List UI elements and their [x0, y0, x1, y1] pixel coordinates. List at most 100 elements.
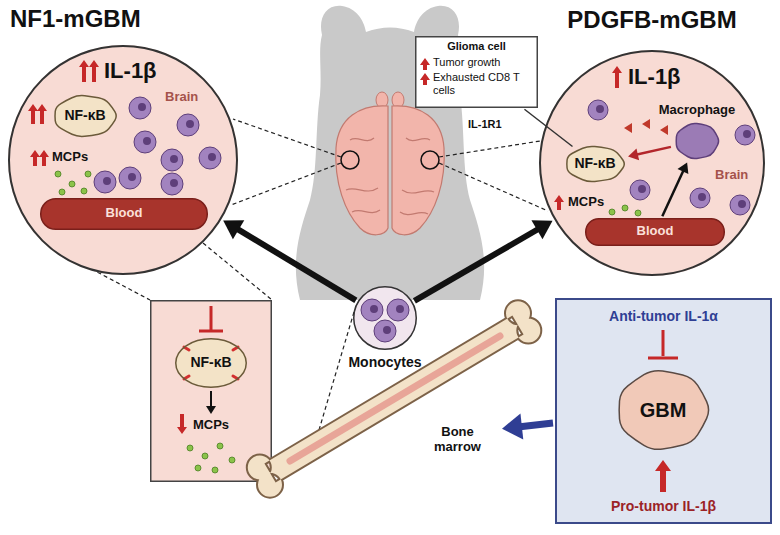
text-slot: Brain — [715, 168, 757, 183]
arrowhead — [628, 148, 639, 160]
cytokine-label: IL-1β — [628, 64, 698, 89]
glioma-cell: NF-κB — [50, 92, 120, 140]
blood-vessel: Blood — [585, 218, 725, 246]
text-slot: Brain — [165, 90, 210, 105]
cell-label: Macrophage — [655, 103, 739, 118]
chemokine-label: MCPs — [52, 150, 96, 165]
inset-box: MCPs NF-κB — [150, 300, 272, 482]
region-heading: PDGFB-mGBM — [539, 6, 765, 34]
region-heading: NF1-mGBM — [10, 5, 210, 33]
summary-box-border — [556, 299, 771, 523]
text-slot: NF-κB — [562, 155, 628, 171]
text-slot: IL-1R1 — [468, 118, 514, 131]
connector-line — [524, 109, 572, 146]
text-slot: GBM — [613, 399, 713, 422]
text-slot: NF-κB — [175, 354, 247, 370]
chemokine-label: MCPs — [150, 418, 272, 433]
bone-outline — [248, 301, 541, 496]
summary-box: Anti-tumor IL-1αPro-tumor IL-1β GBM — [555, 298, 772, 524]
blood-vessel-border — [41, 199, 208, 230]
increase-arrows — [28, 58, 671, 492]
connector — [628, 147, 671, 160]
bone-shape: Bone marrow — [250, 395, 500, 490]
text-slot: NF-κB — [50, 107, 120, 123]
brain-hemisphere — [336, 106, 388, 235]
blood-vessel-border — [586, 219, 725, 246]
arrowhead — [531, 220, 552, 239]
connector — [223, 220, 356, 300]
connector-line — [414, 228, 540, 301]
text-slot: Blood — [40, 206, 208, 221]
text-slot: Pro-tumor IL-1β — [555, 498, 772, 514]
monocyte-cluster-border — [354, 287, 417, 350]
pathway-label: NF-κB — [50, 107, 120, 123]
text-slot: Blood — [585, 224, 725, 239]
pathway-label: NF-κB — [175, 354, 247, 370]
text-slot: IL-1β — [104, 58, 174, 83]
blood-vessel: Blood — [40, 198, 208, 230]
arrowhead — [223, 220, 244, 239]
text-slot: Tumor growth — [433, 56, 533, 69]
text-slot: Glioma cell — [415, 40, 538, 53]
callout-item: Exhausted CD8 T cells — [433, 71, 533, 96]
tumor-region-circle: NF1-mGBMIL-1βBrainNF-κBBlood — [8, 45, 238, 275]
glioma-cell-border — [176, 339, 247, 388]
cytokine-triangles — [624, 119, 668, 135]
flow-arrowhead — [206, 406, 216, 414]
tissue-label: Brain — [715, 168, 757, 183]
text-slot: MCPs — [150, 418, 272, 433]
text-slot: PDGFB-mGBM — [539, 6, 765, 34]
macrophage-cell: Macrophage — [672, 120, 722, 162]
tumor-region-circle-border — [9, 46, 237, 274]
effect-label: Anti-tumor IL-1α — [555, 308, 772, 324]
text-slot: Anti-tumor IL-1α — [555, 308, 772, 324]
tumor-region-circle: PDGFB-mGBMIL-1βBrainNF-κBMacrophageBlood — [539, 50, 765, 276]
zoom-spot — [421, 151, 439, 169]
vessel-label: Blood — [40, 206, 208, 221]
text-slot: IL-1β — [628, 64, 698, 89]
inset-box-outline — [150, 300, 272, 482]
macrophage-cell-outline — [672, 120, 722, 162]
glioma-cell-fill — [175, 338, 247, 388]
arrowhead — [502, 414, 523, 440]
receptor-label: IL-1R1 — [468, 118, 514, 131]
monocyte-cluster: Monocytes — [353, 286, 417, 350]
bone-marrow-core — [290, 336, 500, 461]
connector-line — [662, 170, 683, 217]
callout-fill — [415, 36, 538, 108]
callout-box-border — [416, 37, 538, 108]
connector-line — [236, 228, 356, 301]
connector — [502, 414, 553, 440]
glioma-cell: NF-κB — [562, 143, 628, 185]
glioma-cell: NF-κB — [175, 338, 247, 388]
text-slot: Monocytes — [333, 354, 437, 370]
tissue-label: Brain — [165, 90, 210, 105]
vessel-label: Blood — [585, 224, 725, 239]
text-slot: MCPs — [52, 150, 96, 165]
text-slot: Bone marrow — [420, 425, 495, 455]
pathway-label: NF-κB — [562, 155, 628, 171]
effect-label: Pro-tumor IL-1β — [555, 498, 772, 514]
brain-gyri — [346, 138, 434, 215]
zoom-spot — [341, 151, 359, 169]
connector — [414, 220, 552, 301]
text-slot: MCPs — [568, 195, 612, 210]
text-slot: Macrophage — [655, 103, 739, 118]
brain-hemisphere — [392, 106, 444, 235]
tissue-fill — [539, 50, 765, 276]
decrease-arrow — [177, 414, 187, 434]
macrophage-cell-border — [676, 123, 718, 158]
monocyte-cluster-outline — [353, 286, 417, 350]
tumor-mass: GBM — [613, 366, 713, 454]
cytokine-label: IL-1β — [104, 58, 174, 83]
text-slot: Exhausted CD8 T cells — [433, 71, 533, 96]
callout-box: Glioma cellTumor growthExhausted CD8 T c… — [415, 36, 538, 108]
tumor-label: GBM — [613, 399, 713, 422]
flow-arrow — [210, 391, 212, 407]
connector-line — [636, 147, 671, 155]
callout-item: Tumor growth — [433, 56, 533, 69]
text-slot: NF1-mGBM — [10, 5, 210, 33]
tumor-region-circle-border — [540, 51, 764, 275]
callout-heading: Glioma cell — [415, 40, 538, 53]
